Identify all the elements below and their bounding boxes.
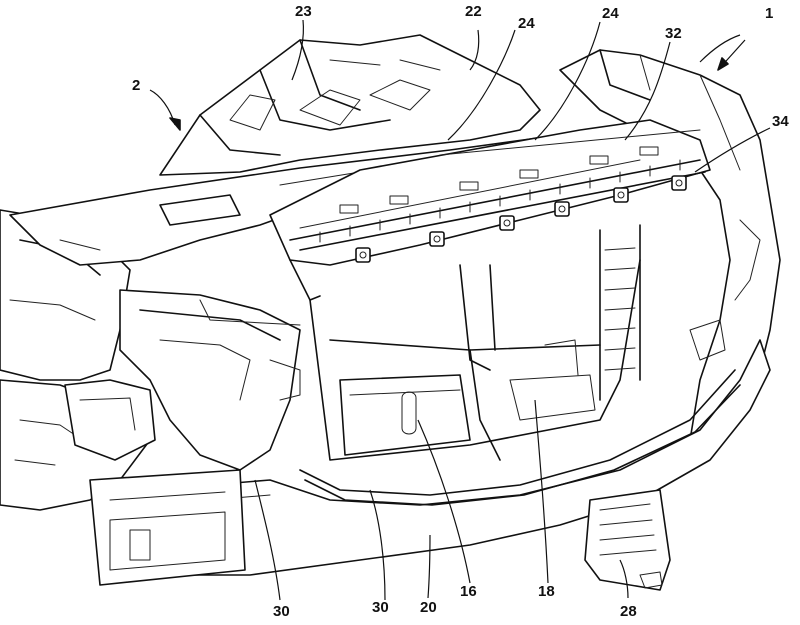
left-duct — [89, 469, 246, 586]
label-23: 23 — [295, 3, 312, 20]
label-20: 20 — [420, 599, 437, 616]
radiator-frame — [309, 224, 641, 461]
left-bracket — [119, 289, 301, 471]
label-1: 1 — [765, 5, 773, 22]
label-24-b: 24 — [602, 5, 619, 22]
leader-lines — [149, 19, 771, 601]
lower-bracket — [584, 489, 671, 591]
lower-member — [339, 374, 471, 456]
arrow-1-icon — [717, 39, 746, 71]
label-22: 22 — [465, 3, 482, 20]
label-28: 28 — [620, 603, 637, 620]
label-32: 32 — [665, 25, 682, 42]
arrow-2-icon — [169, 117, 181, 131]
label-16: 16 — [460, 583, 477, 600]
reference-labels: 1 2 23 22 24 24 32 34 30 30 20 16 18 28 — [132, 3, 789, 620]
hood-outline — [159, 34, 541, 176]
label-18: 18 — [538, 583, 555, 600]
label-30-b: 30 — [372, 599, 389, 616]
label-2: 2 — [132, 77, 140, 94]
upper-member — [269, 119, 711, 301]
label-24-a: 24 — [518, 15, 535, 32]
label-34: 34 — [772, 113, 789, 130]
label-30-a: 30 — [273, 603, 290, 620]
